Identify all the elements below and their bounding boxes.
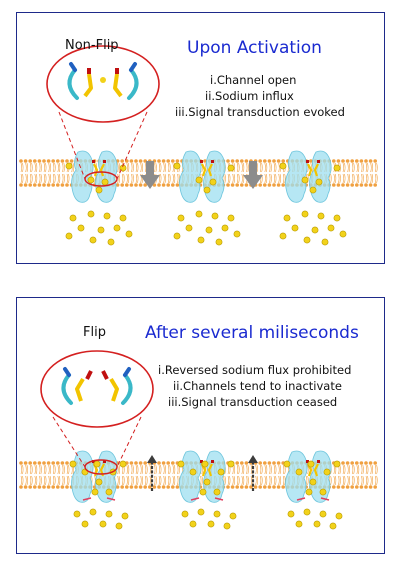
non-flip-scene — [19, 45, 378, 246]
step-1: i.Channel open — [210, 73, 297, 87]
sodium-channel — [285, 450, 332, 503]
up-arrow-icon — [147, 455, 157, 491]
panel-heading: After several miliseconds — [145, 323, 359, 343]
flip-panel: Flip After several miliseconds i.Reverse… — [16, 297, 385, 554]
step-2: ii.Channels tend to inactivate — [173, 379, 342, 393]
sodium-channel — [71, 450, 118, 503]
panel-heading: Upon Activation — [187, 38, 322, 58]
down-arrow-icon — [243, 161, 263, 189]
up-arrow-icon — [248, 455, 258, 491]
panel-label: Flip — [83, 325, 106, 340]
flip-scene — [19, 350, 378, 530]
zoom-callout — [40, 350, 154, 475]
sodium-ions — [65, 162, 347, 246]
step-1: i.Reversed sodium flux prohibited — [158, 363, 352, 377]
sodium-channel — [71, 150, 118, 203]
step-2: ii.Sodium influx — [205, 89, 294, 103]
step-3: iii.Signal transduction ceased — [168, 395, 338, 409]
step-3: iii.Signal transduction evoked — [175, 105, 345, 119]
panel-label: Non-Flip — [65, 38, 119, 53]
down-arrow-icon — [140, 161, 160, 189]
sodium-channel — [179, 450, 226, 503]
zoom-callout — [46, 45, 160, 187]
non-flip-panel: Non-Flip Upon Activation i.Channel open … — [16, 12, 385, 264]
